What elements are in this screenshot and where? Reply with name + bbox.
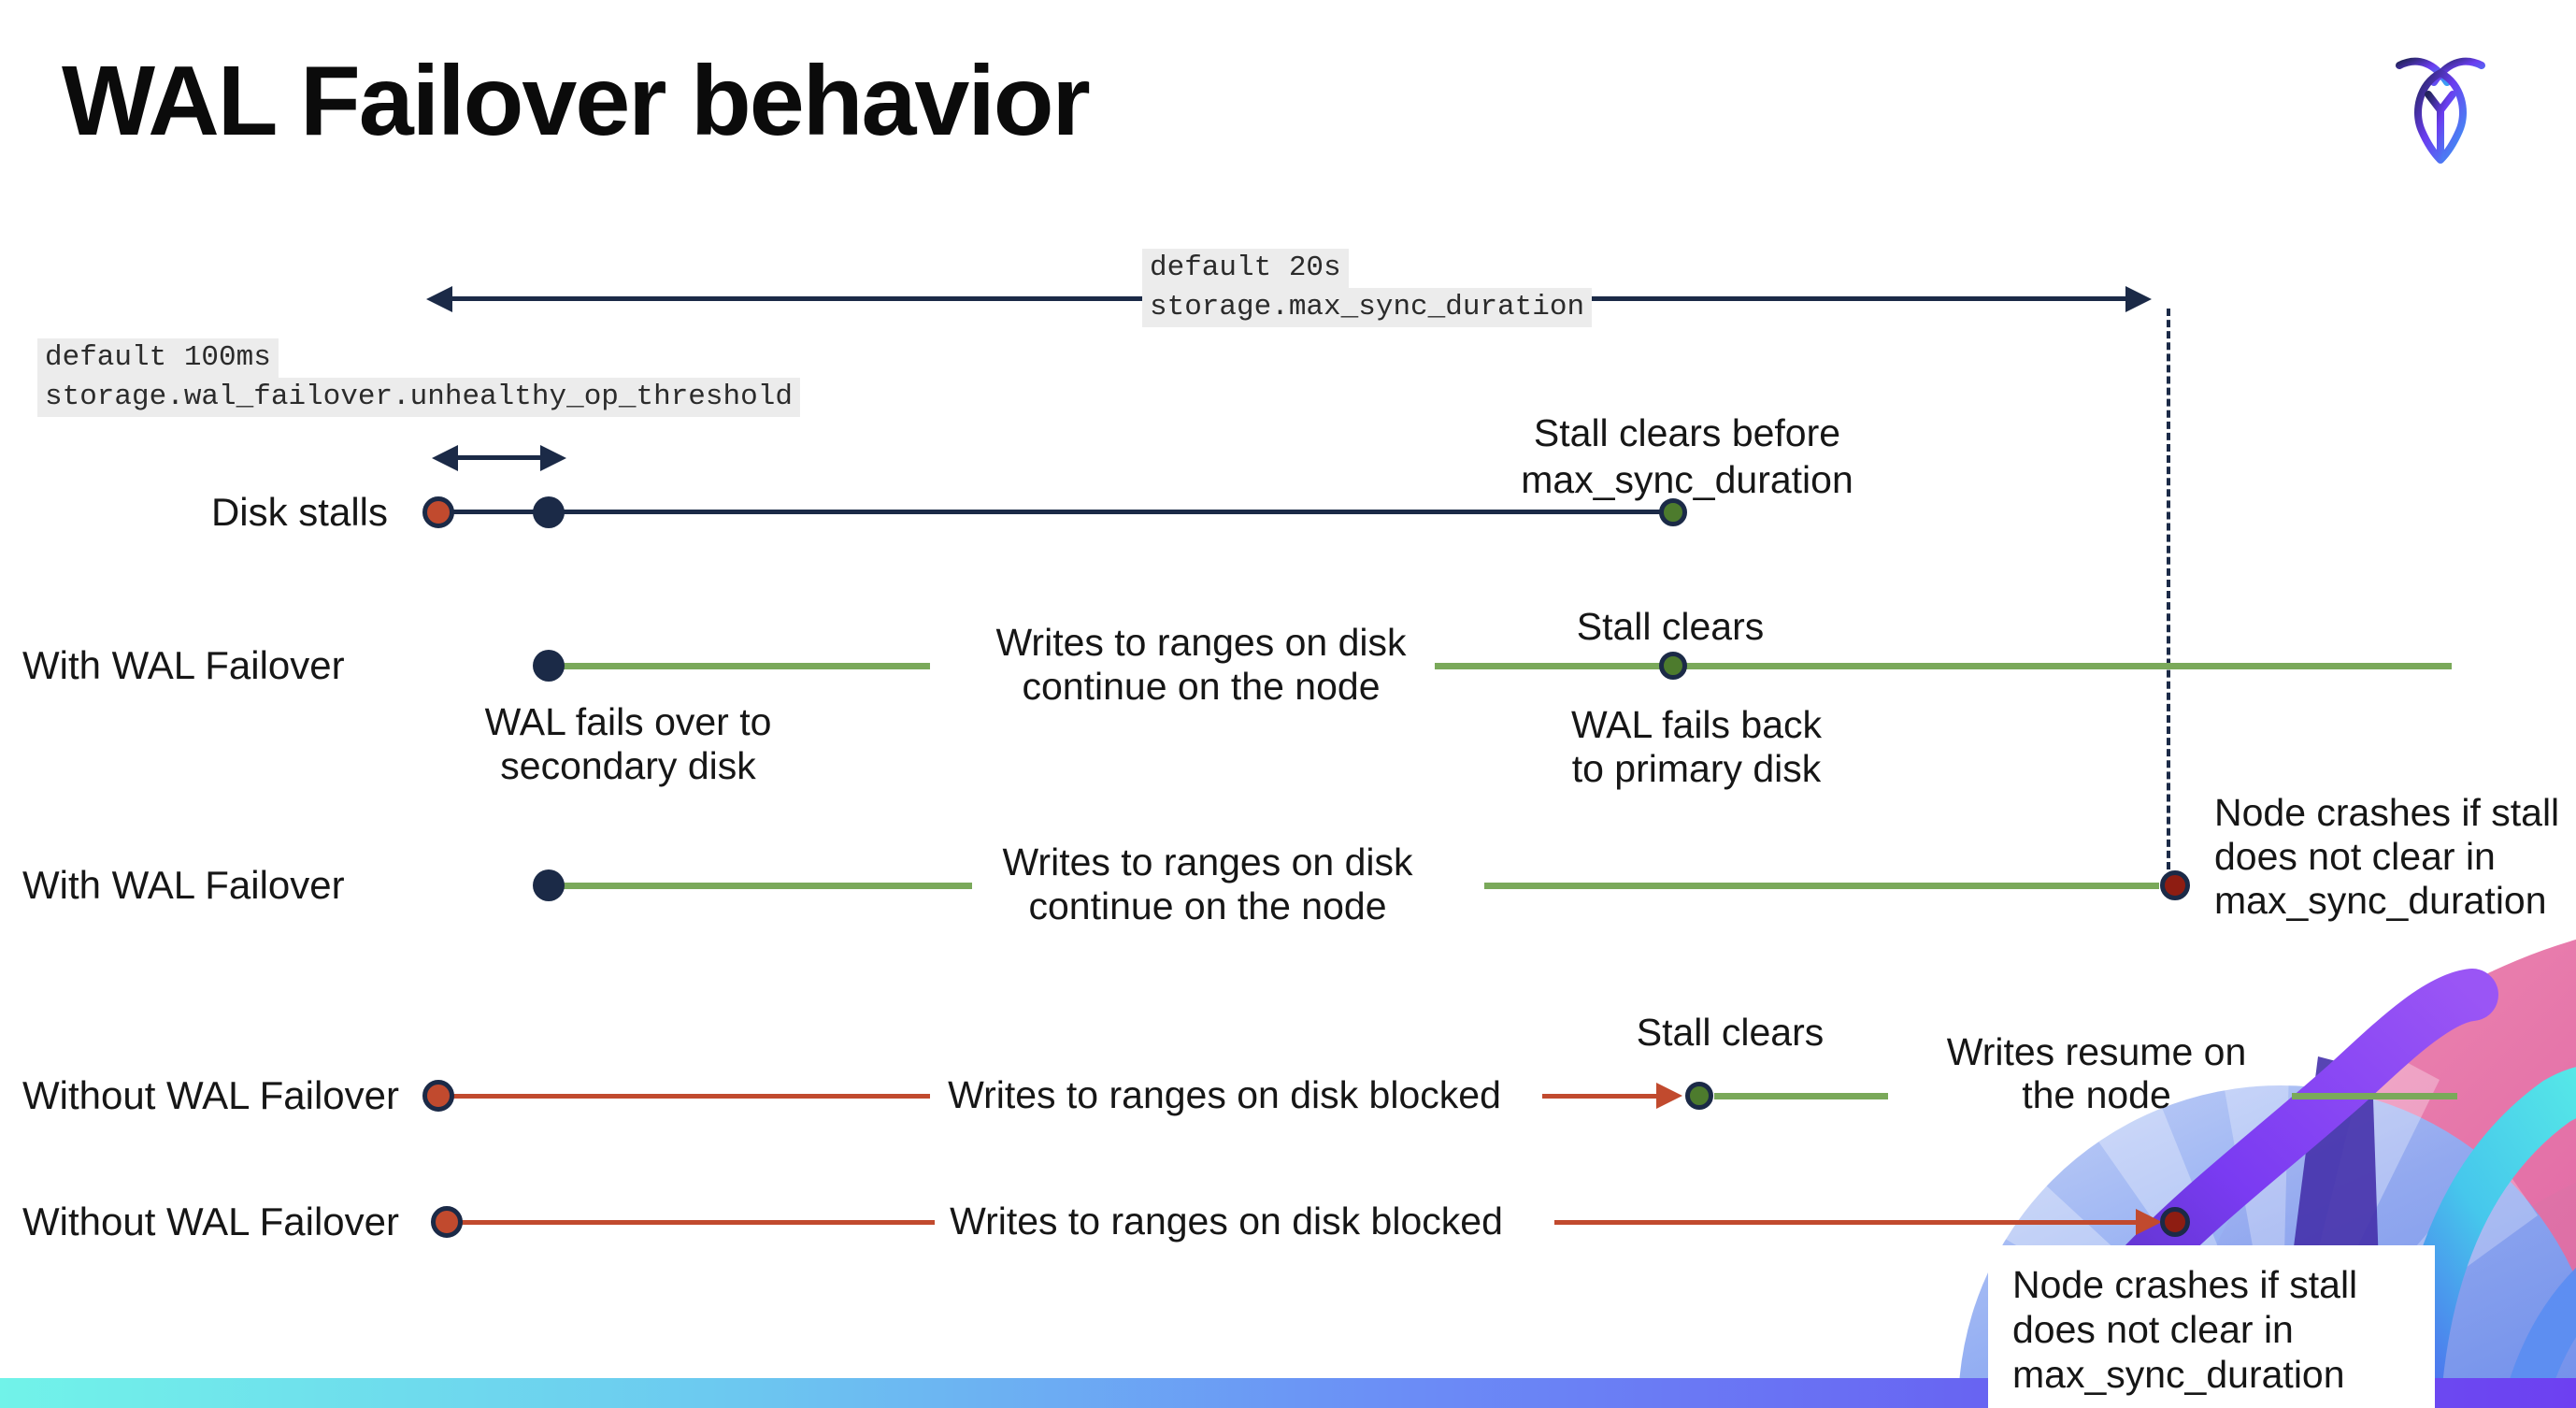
unhealthy-op-threshold-setting-label: default 100ms storage.wal_failover.unhea… xyxy=(37,338,800,417)
node-crashes-label-row5: Node crashes if stall does not clear in … xyxy=(2012,1263,2358,1396)
writes-blocked-line-row4b xyxy=(1542,1094,1664,1099)
page-title: WAL Failover behavior xyxy=(62,46,1091,156)
stall-clears-label-row4: Stall clears xyxy=(1636,1011,1825,1054)
writes-continue-line-row3a xyxy=(562,883,972,889)
wal-fails-over-label: WAL fails over to secondary disk xyxy=(484,700,772,787)
max-sync-duration-setting-label: default 20s storage.max_sync_duration xyxy=(1142,249,1593,327)
node-crash-dot-row5 xyxy=(2160,1207,2190,1237)
unhealthy-op-span-line xyxy=(454,455,542,460)
max-sync-setting-name: storage.max_sync_duration xyxy=(1142,288,1593,327)
writes-blocked-label-row4: Writes to ranges on disk blocked xyxy=(948,1073,1501,1116)
small-arrowhead-left-icon xyxy=(432,445,458,471)
writes-blocked-line-row4a xyxy=(438,1094,930,1099)
node-crash-dot-row3 xyxy=(2160,870,2190,900)
arrowhead-left-icon xyxy=(426,286,452,312)
red-arrowhead-row5-icon xyxy=(2136,1209,2162,1235)
stall-clears-dot-row1 xyxy=(1659,498,1687,526)
stall-clears-label-row2: Stall clears xyxy=(1576,605,1765,648)
writes-continue-line-row3b xyxy=(1484,883,2159,889)
writes-continue-line-row2a xyxy=(562,663,930,669)
row-label-disk-stalls: Disk stalls xyxy=(210,490,388,534)
threshold-dot xyxy=(533,496,565,528)
writes-blocked-line-row5b xyxy=(1554,1220,2143,1225)
disk-stall-timeline xyxy=(438,510,1673,514)
failover-dot-row2 xyxy=(533,650,565,682)
writes-continue-label-row2: Writes to ranges on disk continue on the… xyxy=(995,621,1407,708)
wal-fails-back-label: WAL fails back to primary disk xyxy=(1570,703,1823,790)
writes-blocked-label-row5: Writes to ranges on disk blocked xyxy=(950,1200,1503,1243)
writes-continue-label-row3: Writes to ranges on disk continue on the… xyxy=(1002,840,1413,927)
writes-resume-label: Writes resume on the node xyxy=(1946,1030,2247,1116)
stall-start-dot xyxy=(422,496,454,528)
writes-blocked-line-row5a xyxy=(447,1220,935,1225)
cockroachdb-logo-icon xyxy=(2396,57,2485,164)
max-sync-default-value: default 20s xyxy=(1142,249,1349,288)
unhealthy-op-setting-name: storage.wal_failover.unhealthy_op_thresh… xyxy=(37,378,800,417)
small-arrowhead-right-icon xyxy=(540,445,566,471)
stall-start-dot-row4 xyxy=(422,1080,454,1112)
stall-clears-dot-row4 xyxy=(1685,1082,1713,1110)
writes-resume-line-row4a xyxy=(1714,1093,1888,1099)
failover-dot-row3 xyxy=(533,869,565,901)
unhealthy-op-default-value: default 100ms xyxy=(37,338,279,378)
row-label-with-wal-failover-2: With WAL Failover xyxy=(22,863,345,907)
writes-resume-line-row4b xyxy=(2292,1093,2457,1099)
stall-clears-dot-row2 xyxy=(1659,652,1687,680)
arrowhead-right-icon xyxy=(2125,286,2152,312)
node-crashes-callout-box: Node crashes if stall does not clear in … xyxy=(1988,1245,2435,1408)
red-arrowhead-row4-icon xyxy=(1656,1083,1682,1109)
stall-clears-before-label: Stall clears before max_sync_duration xyxy=(1521,411,1853,501)
row-label-without-wal-failover-1: Without WAL Failover xyxy=(22,1073,399,1117)
max-sync-deadline-dashed-line xyxy=(2167,309,2170,869)
node-crashes-label-row3: Node crashes if stall does not clear in … xyxy=(2214,791,2560,922)
stall-start-dot-row5 xyxy=(431,1206,463,1238)
row-label-with-wal-failover-1: With WAL Failover xyxy=(22,643,345,687)
writes-continue-line-row2b xyxy=(1435,663,2452,669)
row-label-without-wal-failover-2: Without WAL Failover xyxy=(22,1200,399,1243)
